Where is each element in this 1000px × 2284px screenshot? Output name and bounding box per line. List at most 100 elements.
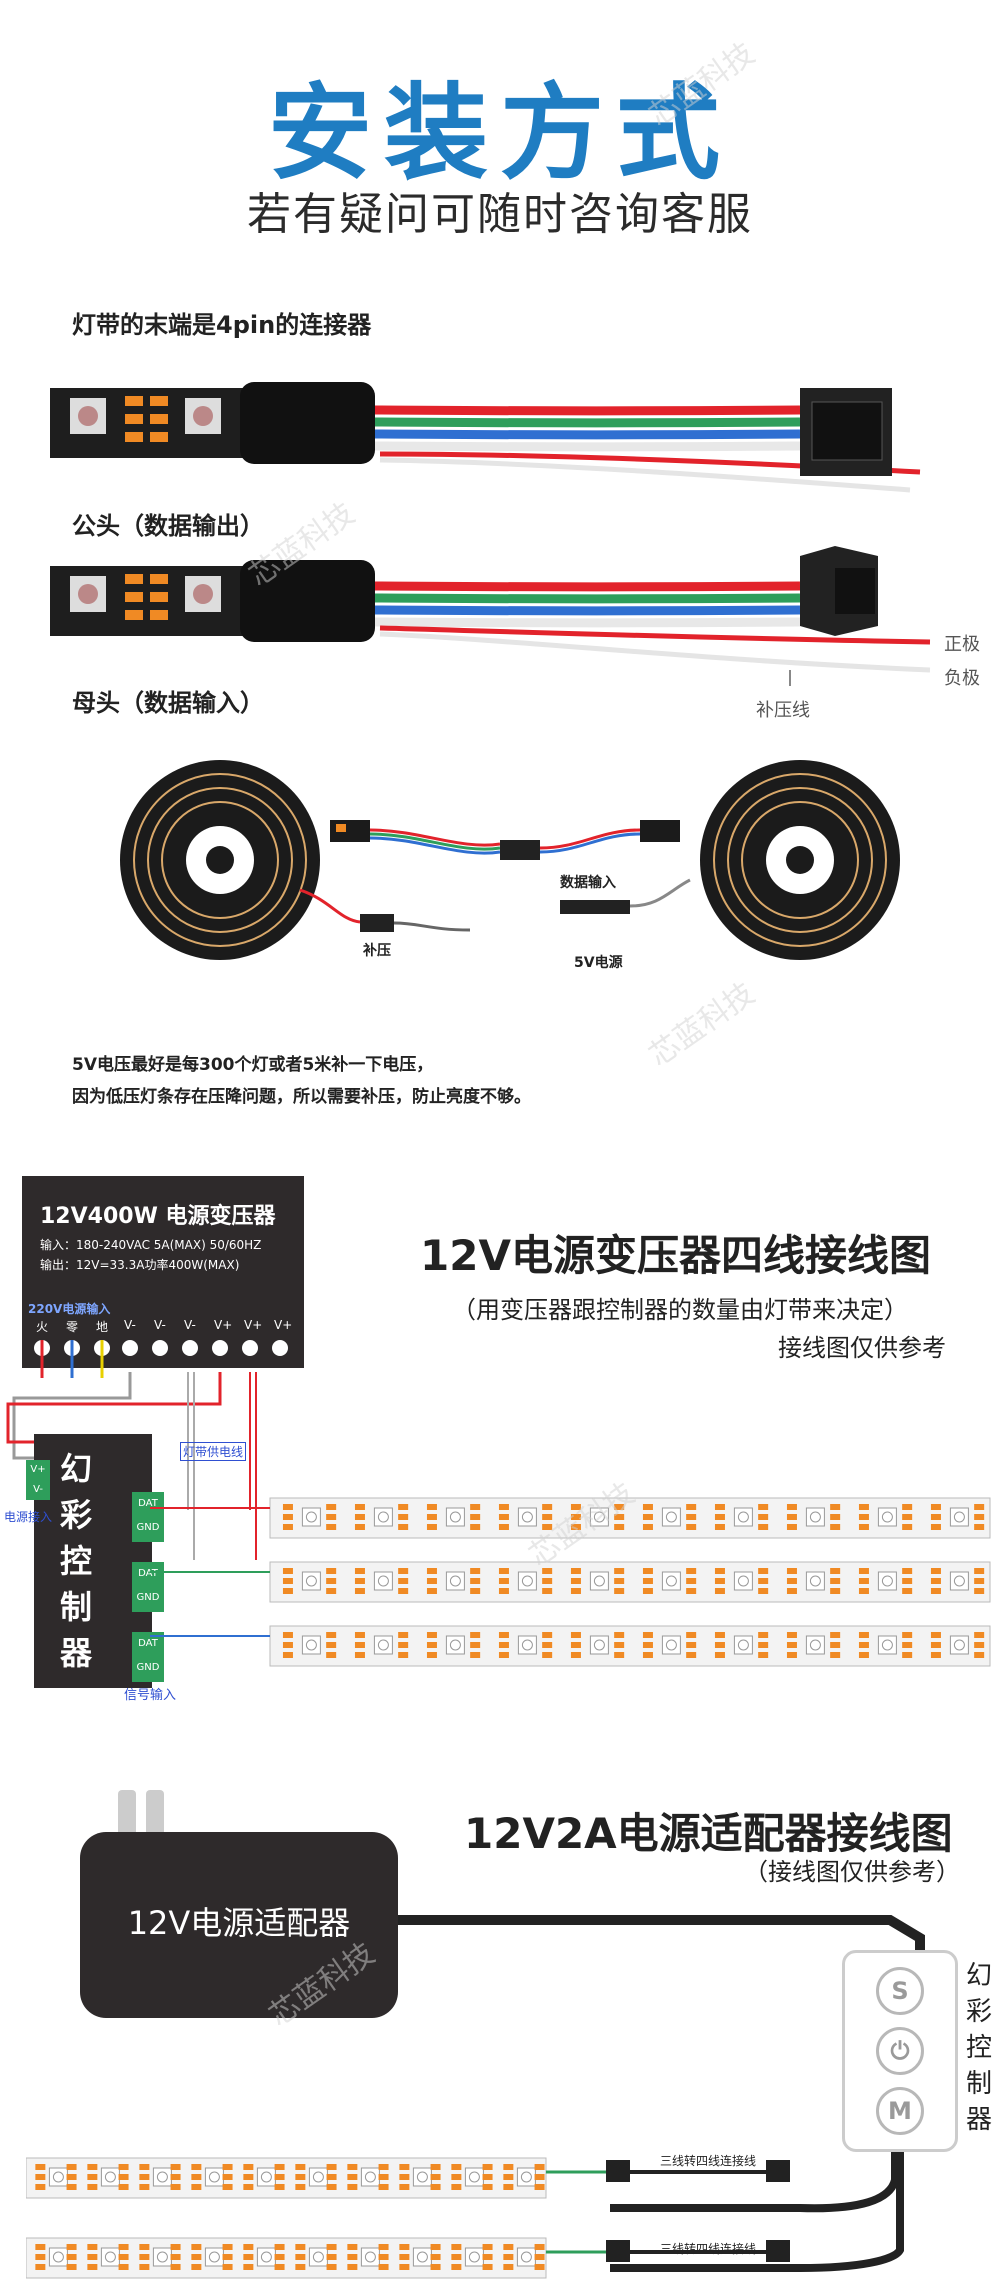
transformer-device-output: 输出：12V=33.3A功率400W(MAX)	[40, 1258, 240, 1272]
port-label: GND	[136, 1592, 160, 1603]
connector-illustration	[50, 382, 931, 686]
adapter-device: 12V电源适配器	[80, 1832, 398, 2018]
led-module	[399, 2164, 441, 2190]
led-module	[426, 1632, 481, 1658]
female-label: 母头（数据输入）	[72, 689, 264, 717]
led-module	[139, 2164, 181, 2190]
adapter-label: 12V电源适配器	[127, 1904, 351, 1942]
terminal-label: V+	[214, 1318, 233, 1332]
led-module	[87, 2164, 129, 2190]
transformer-wiring	[6, 1340, 257, 1560]
m-button[interactable]: M	[876, 2087, 924, 2135]
crimp-label: 补压线	[756, 700, 810, 721]
led-module	[714, 1632, 769, 1658]
led-module	[35, 2164, 77, 2190]
led-module	[354, 1568, 409, 1594]
power-pin-label: V+	[30, 1464, 46, 1475]
connector-plug	[606, 2240, 630, 2262]
connector-label-1: 三线转四线连接线	[660, 2154, 757, 2168]
controller-power-port: V+ V-	[26, 1460, 50, 1500]
led-module	[426, 1568, 481, 1594]
led-module	[243, 2244, 285, 2270]
port-label: DAT	[138, 1498, 158, 1509]
led-module	[642, 1504, 697, 1530]
negative-label: 负极	[944, 668, 980, 689]
led-module	[786, 1568, 841, 1594]
led-module	[714, 1504, 769, 1530]
reel-illustration	[120, 760, 900, 960]
led-module	[191, 2244, 233, 2270]
terminal-label: V+	[244, 1318, 263, 1332]
led-module	[498, 1504, 553, 1530]
transformer-device: 12V400W 电源变压器 输入：180-240VAC 5A(MAX) 50/6…	[22, 1176, 304, 1368]
terminal-label: 火	[36, 1320, 49, 1334]
transformer-device-input: 输入：180-240VAC 5A(MAX) 50/60HZ	[40, 1238, 262, 1252]
terminal-label: 零	[66, 1320, 79, 1334]
led-module	[930, 1568, 985, 1594]
led-module	[399, 2244, 441, 2270]
page-subtitle: 若有疑问可随时咨询客服	[247, 189, 753, 240]
led-module	[570, 1632, 625, 1658]
led-module	[282, 1632, 337, 1658]
page-title: 安装方式	[267, 72, 732, 194]
transformer-note: 接线图仅供参考	[778, 1334, 946, 1362]
terminal-label: 地	[96, 1320, 109, 1334]
led-module	[858, 1504, 913, 1530]
data-input-label: 数据输入	[560, 875, 616, 891]
terminal-label: V+	[274, 1318, 293, 1332]
led-module	[714, 1568, 769, 1594]
led-strip-row	[26, 2237, 547, 2279]
left-reel	[120, 760, 320, 960]
voltage-note-line2: 因为低压灯条存在压降问题，所以需要补压，防止亮度不够。	[72, 1087, 531, 1107]
port-label: DAT	[138, 1568, 158, 1579]
voltage-note-line1: 5V电压最好是每300个灯或者5米补一下电压，	[72, 1055, 434, 1075]
power-pin-label: V-	[33, 1484, 43, 1495]
female-strip	[50, 546, 931, 686]
led-module	[451, 2164, 493, 2190]
led-module	[858, 1632, 913, 1658]
led-module	[498, 1568, 553, 1594]
led-strip-row	[269, 1497, 991, 1539]
power-input-label: 电源接入	[4, 1510, 53, 1524]
led-module	[35, 2244, 77, 2270]
male-label: 公头（数据输出）	[72, 512, 264, 540]
supplement-label: 补压	[363, 943, 391, 959]
led-module	[347, 2244, 389, 2270]
terminal-label: V-	[154, 1318, 166, 1332]
terminal-label: V-	[124, 1318, 136, 1332]
ac-input-label: 220V电源输入	[28, 1302, 111, 1316]
right-reel	[700, 760, 900, 960]
led-module	[191, 2164, 233, 2190]
led-strip-row	[269, 1625, 991, 1667]
signal-input-label: 信号输入	[124, 1688, 177, 1703]
led-module	[642, 1632, 697, 1658]
transformer-subtitle: （用变压器跟控制器的数量由灯带来决定）	[452, 1296, 908, 1324]
strip-rows-adapter	[26, 2157, 790, 2279]
led-module	[930, 1504, 985, 1530]
led-module	[282, 1568, 337, 1594]
port-label: GND	[136, 1662, 160, 1673]
s-button[interactable]: S	[876, 1967, 924, 2015]
led-module	[139, 2244, 181, 2270]
led-strip-row	[26, 2157, 547, 2199]
led-module	[451, 2244, 493, 2270]
led-module	[347, 2164, 389, 2190]
adapter-title: 12V2A电源适配器接线图	[464, 1809, 953, 1858]
led-module	[295, 2164, 337, 2190]
led-module	[282, 1504, 337, 1530]
led-module	[930, 1632, 985, 1658]
transformer-device-title: 12V400W 电源变压器	[40, 1204, 276, 1229]
power-button[interactable]: ⏻	[876, 2027, 924, 2075]
transformer-title: 12V电源变压器四线接线图	[420, 1231, 931, 1280]
strip-power-label: 灯带供电线	[180, 1442, 247, 1461]
adapter-subtitle: （接线图仅供参考）	[744, 1858, 960, 1886]
led-module	[354, 1632, 409, 1658]
port-2: DAT GND	[132, 1562, 164, 1612]
connector-plug	[766, 2160, 790, 2182]
terminal-label: V-	[184, 1318, 196, 1332]
led-module	[786, 1632, 841, 1658]
led-strip-row	[269, 1561, 991, 1603]
